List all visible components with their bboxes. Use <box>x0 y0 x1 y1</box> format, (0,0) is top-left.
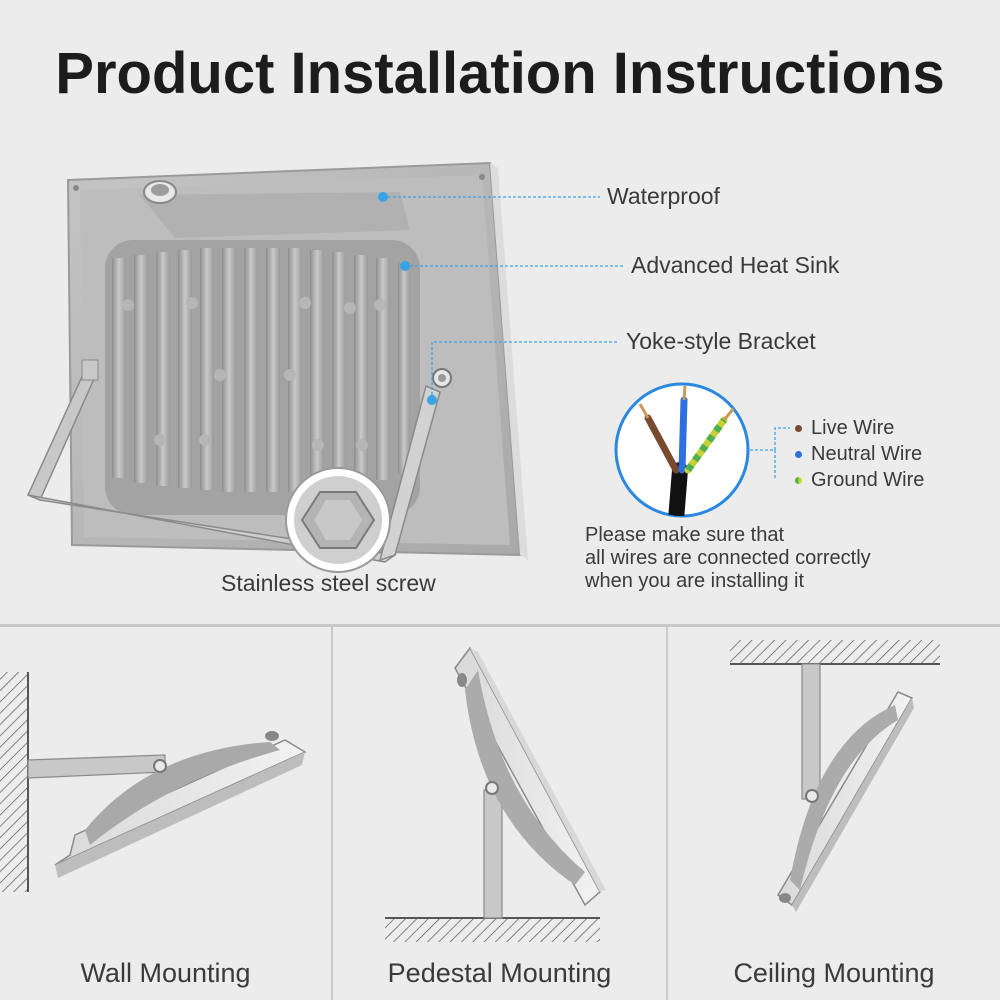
note-line: Please make sure that <box>585 524 784 546</box>
wire-item-live: Live Wire <box>795 415 924 441</box>
note-line: when you are installing it <box>585 570 805 592</box>
screw-magnifier <box>285 467 391 573</box>
wall-mount-illustration <box>0 672 307 892</box>
heat-sink-fins <box>112 248 410 492</box>
neutral-wire-dot <box>795 450 802 458</box>
pedestal-mounting-label: Pedestal Mounting <box>387 958 612 988</box>
live-wire-label: Live Wire <box>811 416 895 439</box>
pedestal-mount-illustration <box>385 646 606 942</box>
waterproof-label: Waterproof <box>607 183 720 209</box>
bracket-label: Yoke-style Bracket <box>626 328 816 354</box>
wall-mounting-label: Wall Mounting <box>80 958 251 988</box>
column-divider <box>666 625 668 1000</box>
wire-legend: Live Wire Neutral Wire Ground Wire <box>795 415 924 493</box>
callout-lines <box>378 192 790 478</box>
ground-wire-label: Ground Wire <box>811 468 925 491</box>
wire-detail <box>614 382 750 518</box>
wiring-note: Please make sure that all wires are conn… <box>585 524 871 593</box>
ceiling-mounting-label: Ceiling Mounting <box>733 958 935 988</box>
wire-item-ground: Ground Wire <box>795 467 924 493</box>
section-divider <box>0 624 1000 627</box>
column-divider <box>331 625 333 1000</box>
wire-item-neutral: Neutral Wire <box>795 441 924 467</box>
ground-wire-dot <box>795 476 802 484</box>
live-wire-dot <box>795 424 802 432</box>
neutral-wire-label: Neutral Wire <box>811 442 923 465</box>
screw-label: Stainless steel screw <box>221 570 436 596</box>
ceiling-mount-illustration <box>730 640 940 912</box>
page-title: Product Installation Instructions <box>55 41 945 106</box>
heat-sink-label: Advanced Heat Sink <box>631 252 840 278</box>
note-line: all wires are connected correctly <box>585 547 871 569</box>
